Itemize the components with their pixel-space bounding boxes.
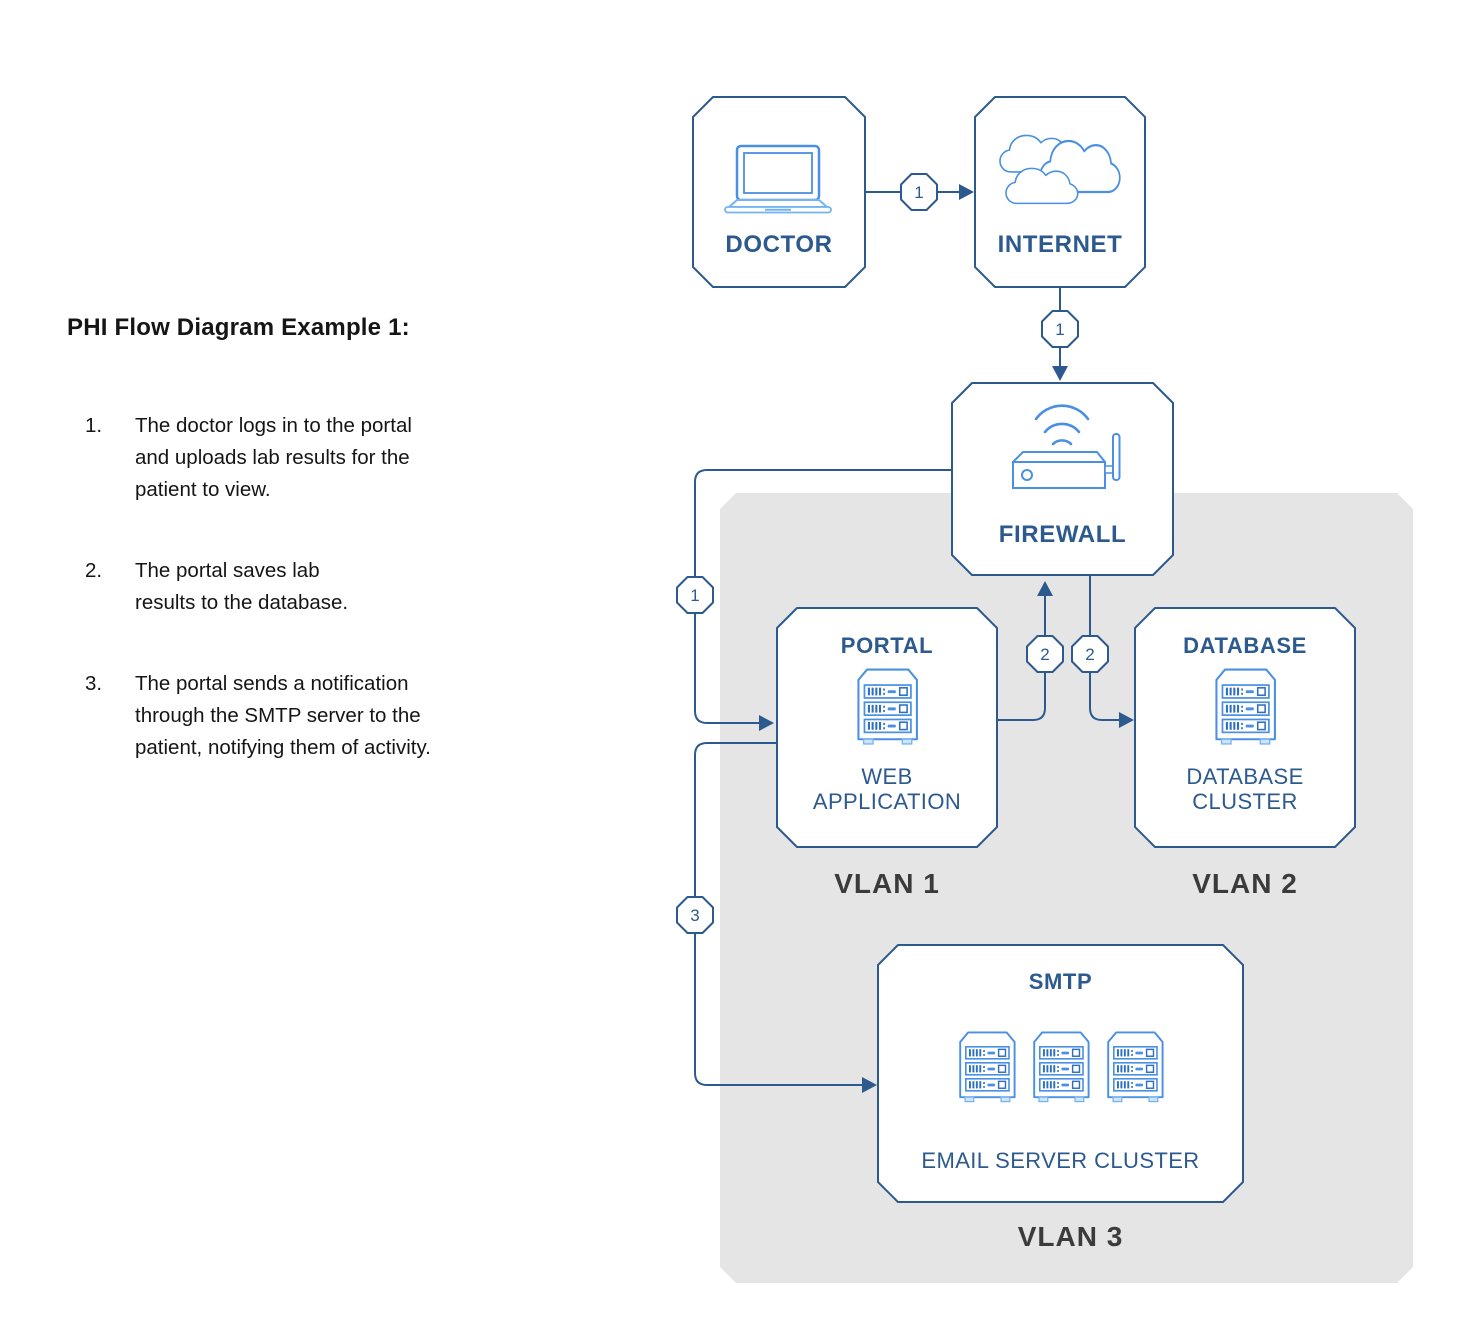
- portal-node-subtitle: WEB APPLICATION: [812, 764, 962, 815]
- server-rack-cluster-icon: [960, 1032, 1162, 1101]
- flow-badge-firewall-portal: 1: [676, 576, 714, 614]
- step-text: The doctor logs in to the portal and upl…: [135, 414, 412, 501]
- database-node-subtitle: DATABASE CLUSTER: [1186, 764, 1304, 815]
- server-rack-icon-database: [1216, 670, 1274, 744]
- svg-text:1: 1: [690, 586, 699, 605]
- step-number: 2.: [85, 559, 103, 582]
- svg-text:1: 1: [1055, 320, 1064, 339]
- smtp-node-title: SMTP: [1028, 969, 1093, 994]
- arrowhead-internet: [959, 184, 974, 200]
- svg-text:1: 1: [914, 183, 923, 202]
- flow-badge-portal-smtp: 3: [676, 896, 714, 934]
- internet-node-label: INTERNET: [997, 231, 1123, 258]
- flow-steps-list: 1. The doctor logs in to the portal and …: [85, 410, 525, 813]
- svg-text:2: 2: [1040, 645, 1049, 664]
- flow-badge-internet-firewall: 1: [1041, 310, 1079, 348]
- wireless-router-icon: [1012, 404, 1121, 489]
- step-number: 3.: [85, 672, 103, 695]
- flow-step-3: 3. The portal sends a notification throu…: [85, 668, 525, 764]
- arrowhead-firewall-top: [1052, 366, 1068, 381]
- arrowhead-portal: [759, 715, 774, 731]
- flow-step-1: 1. The doctor logs in to the portal and …: [85, 410, 525, 506]
- svg-text:2: 2: [1085, 645, 1094, 664]
- step-text: The portal sends a notification through …: [135, 672, 431, 759]
- step-text: The portal saves lab results to the data…: [135, 559, 349, 614]
- svg-text:3: 3: [690, 906, 699, 925]
- edge-portal-firewall: [997, 595, 1046, 721]
- arrowhead-firewall-bottom: [1037, 581, 1053, 596]
- laptop-icon: [724, 144, 832, 214]
- doctor-node-label: DOCTOR: [725, 231, 833, 258]
- database-node-title: DATABASE: [1183, 633, 1307, 658]
- server-rack-icon-portal: [858, 670, 916, 744]
- step-number: 1.: [85, 414, 103, 437]
- arrowhead-database: [1119, 712, 1134, 728]
- flow-badge-firewall-database: 2: [1071, 635, 1109, 673]
- flow-badge-doctor-internet: 1: [900, 173, 938, 211]
- vlan-3-label: VLAN 3: [1017, 1221, 1124, 1252]
- page-title: PHI Flow Diagram Example 1:: [67, 314, 410, 341]
- flow-step-2: 2. The portal saves lab results to the d…: [85, 555, 525, 619]
- vlan-2-label: VLAN 2: [1192, 868, 1298, 899]
- firewall-node-label: FIREWALL: [998, 521, 1127, 548]
- portal-node-title: PORTAL: [840, 633, 934, 658]
- smtp-node-subtitle: EMAIL SERVER CLUSTER: [921, 1148, 1200, 1173]
- vlan-1-label: VLAN 1: [834, 868, 940, 899]
- flow-badge-portal-firewall: 2: [1026, 635, 1064, 673]
- edge-firewall-database: [1089, 575, 1120, 721]
- arrowhead-smtp: [862, 1077, 877, 1093]
